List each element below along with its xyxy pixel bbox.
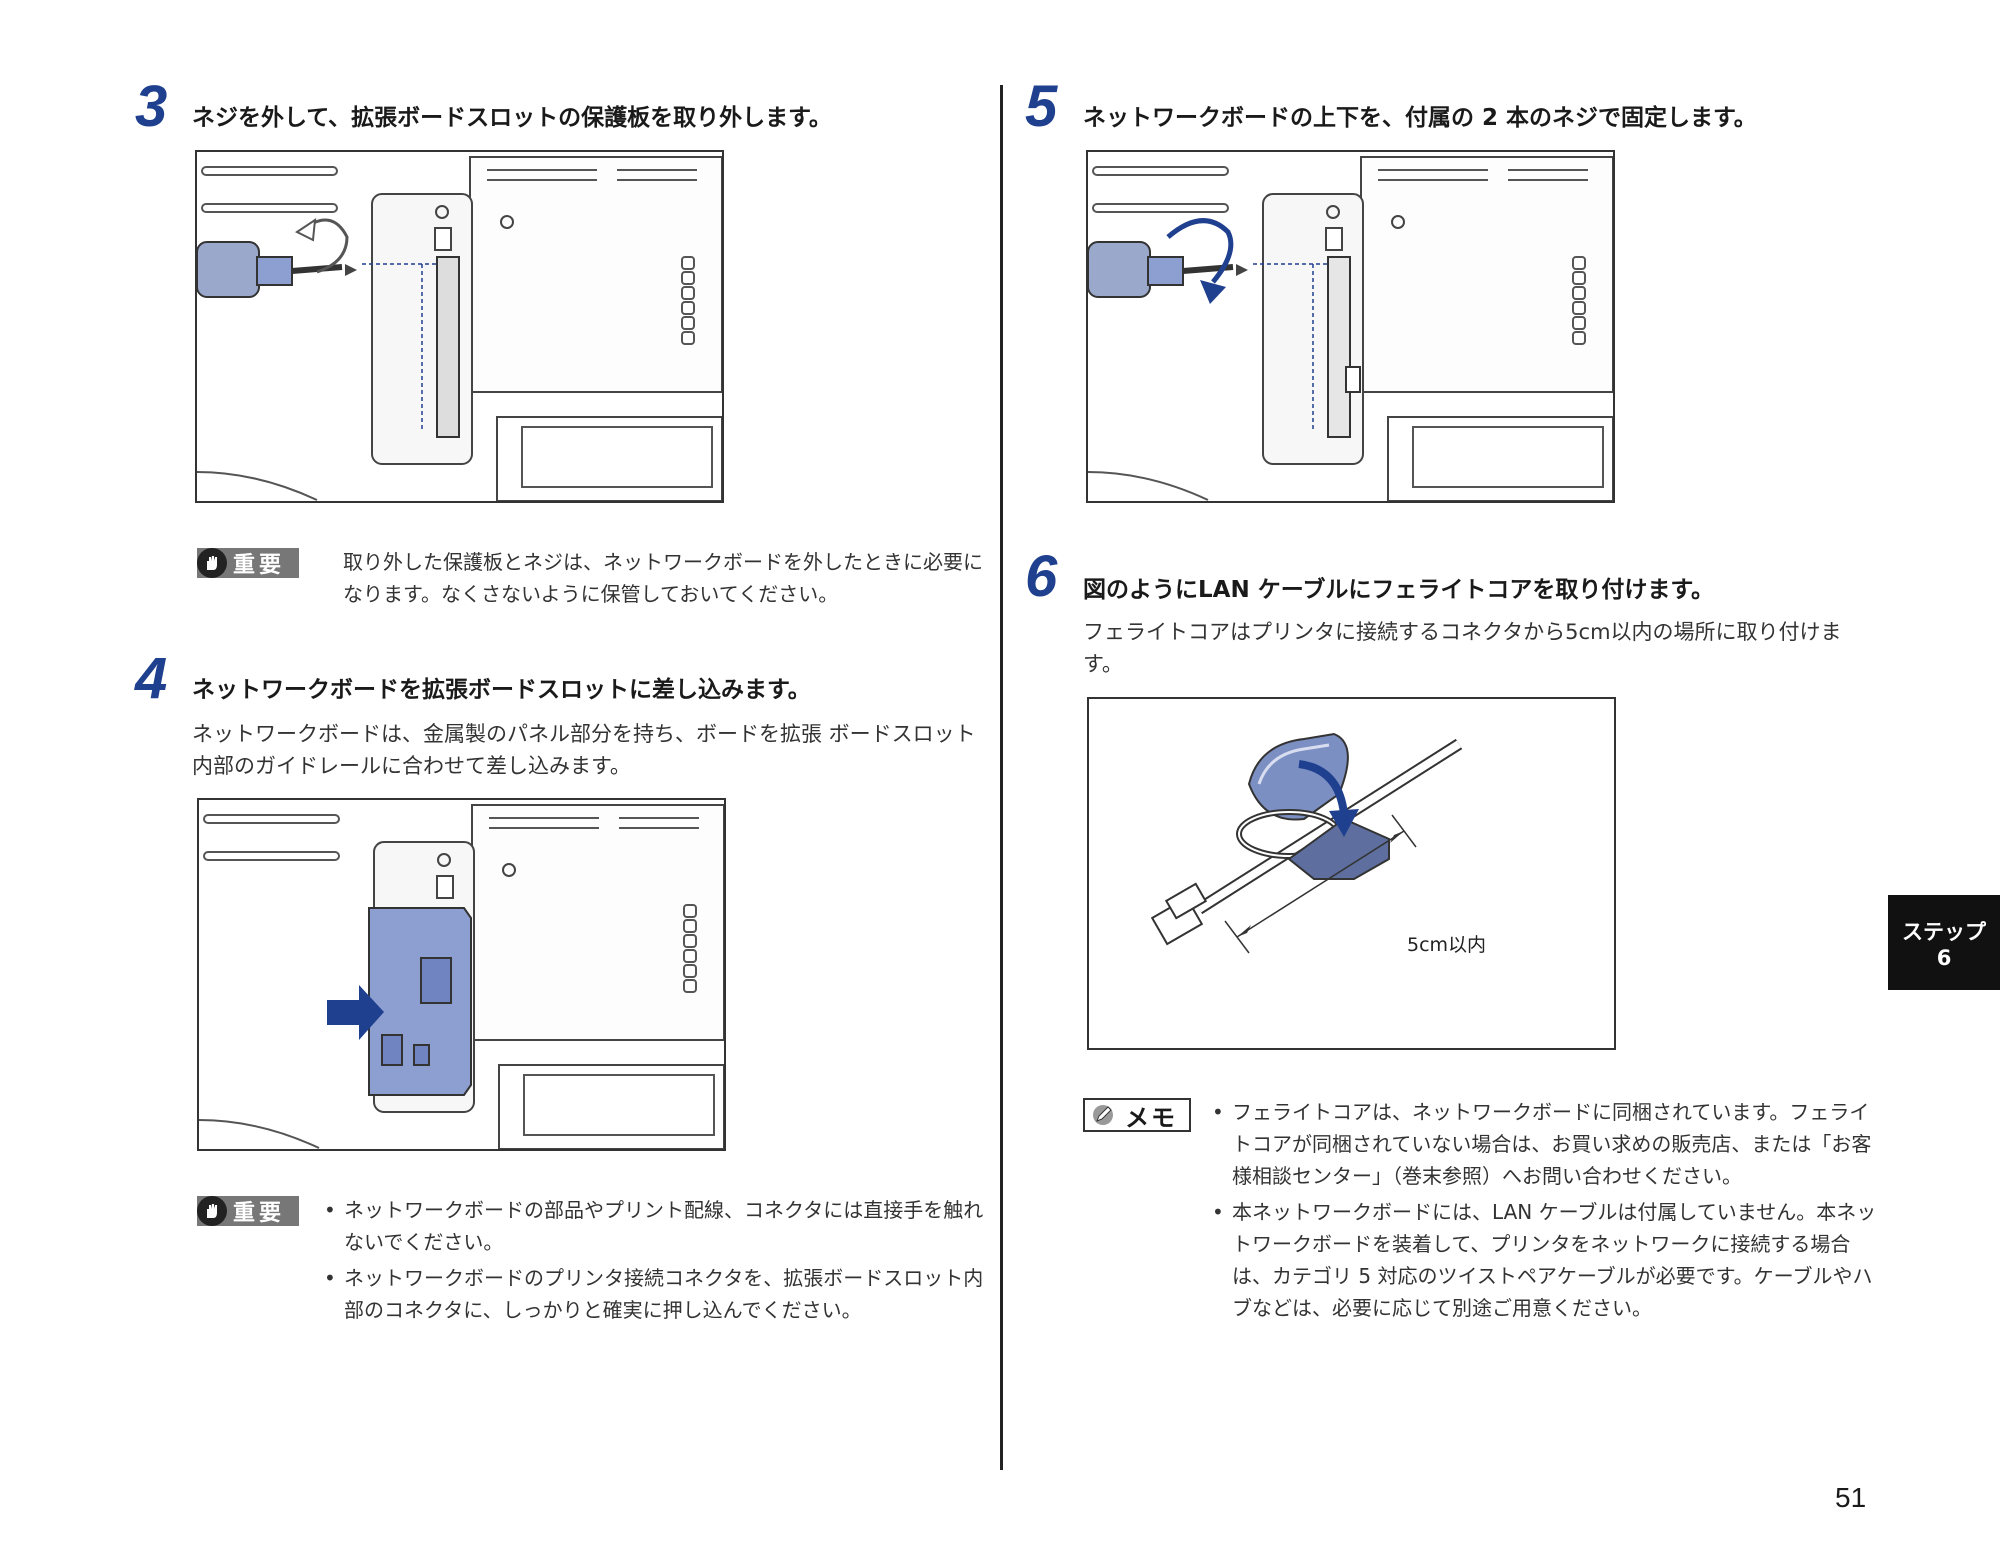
step-6-title: 図のようにLAN ケーブルにフェライトコアを取り付けます。 — [1083, 577, 1715, 603]
side-tab-number: 6 — [1936, 945, 1952, 970]
figure-step-3 — [195, 150, 724, 503]
important-label: 重要 — [233, 553, 286, 578]
important-badge-step-3: 重要 — [197, 548, 299, 578]
memo-badge: メモ — [1083, 1098, 1191, 1132]
memo-label: メモ — [1125, 1103, 1177, 1132]
step-5-title: ネットワークボードの上下を、付属の 2 本のネジで固定します。 — [1083, 105, 1757, 131]
list-item: ネットワークボードのプリンタ接続コネクタを、拡張ボードスロット内部のコネクタに、… — [322, 1262, 986, 1326]
column-divider — [1000, 85, 1003, 1470]
step-side-tab: ステップ 6 — [1888, 895, 2000, 990]
hand-stop-icon — [197, 548, 227, 578]
step-4-body: ネットワークボードは、金属製のパネル部分を持ち、ボードを拡張 ボードスロット内部… — [192, 722, 976, 778]
figure-step-5 — [1086, 150, 1615, 503]
step-6-memo-list: フェライトコアは、ネットワークボードに同梱されています。フェライトコアが同梱され… — [1210, 1096, 1878, 1328]
step-3-number: 3 — [135, 74, 168, 139]
step-4-number: 4 — [135, 646, 168, 711]
step-6-number: 6 — [1025, 544, 1058, 609]
page-number: 51 — [1835, 1482, 1867, 1513]
important-label: 重要 — [233, 1201, 286, 1226]
step-3-title: ネジを外して、拡張ボードスロットの保護板を取り外します。 — [192, 105, 832, 131]
figure-step-4 — [197, 798, 726, 1151]
distance-label: 5cm以内 — [1407, 934, 1486, 956]
pencil-icon — [1091, 1103, 1117, 1127]
step-3-important-text: 取り外した保護板とネジは、ネットワークボードを外したときに必要になります。なくさ… — [343, 550, 983, 606]
important-badge-step-4: 重要 — [197, 1196, 299, 1226]
list-item: フェライトコアは、ネットワークボードに同梱されています。フェライトコアが同梱され… — [1210, 1096, 1878, 1192]
list-item: ネットワークボードの部品やプリント配線、コネクタには直接手を触れないでください。 — [322, 1194, 986, 1258]
list-item: 本ネットワークボードには、LAN ケーブルは付属していません。本ネットワークボー… — [1210, 1196, 1878, 1324]
step-4-title: ネットワークボードを拡張ボードスロットに差し込みます。 — [192, 677, 811, 703]
hand-stop-icon — [197, 1196, 227, 1226]
side-tab-label: ステップ — [1902, 919, 1986, 944]
step-4-important-list: ネットワークボードの部品やプリント配線、コネクタには直接手を触れないでください。… — [322, 1194, 986, 1330]
figure-step-6: 5cm以内 — [1087, 697, 1616, 1050]
step-6-body: フェライトコアはプリンタに接続するコネクタから5cm以内の場所に取り付けます。 — [1083, 620, 1842, 676]
step-5-number: 5 — [1025, 74, 1058, 139]
